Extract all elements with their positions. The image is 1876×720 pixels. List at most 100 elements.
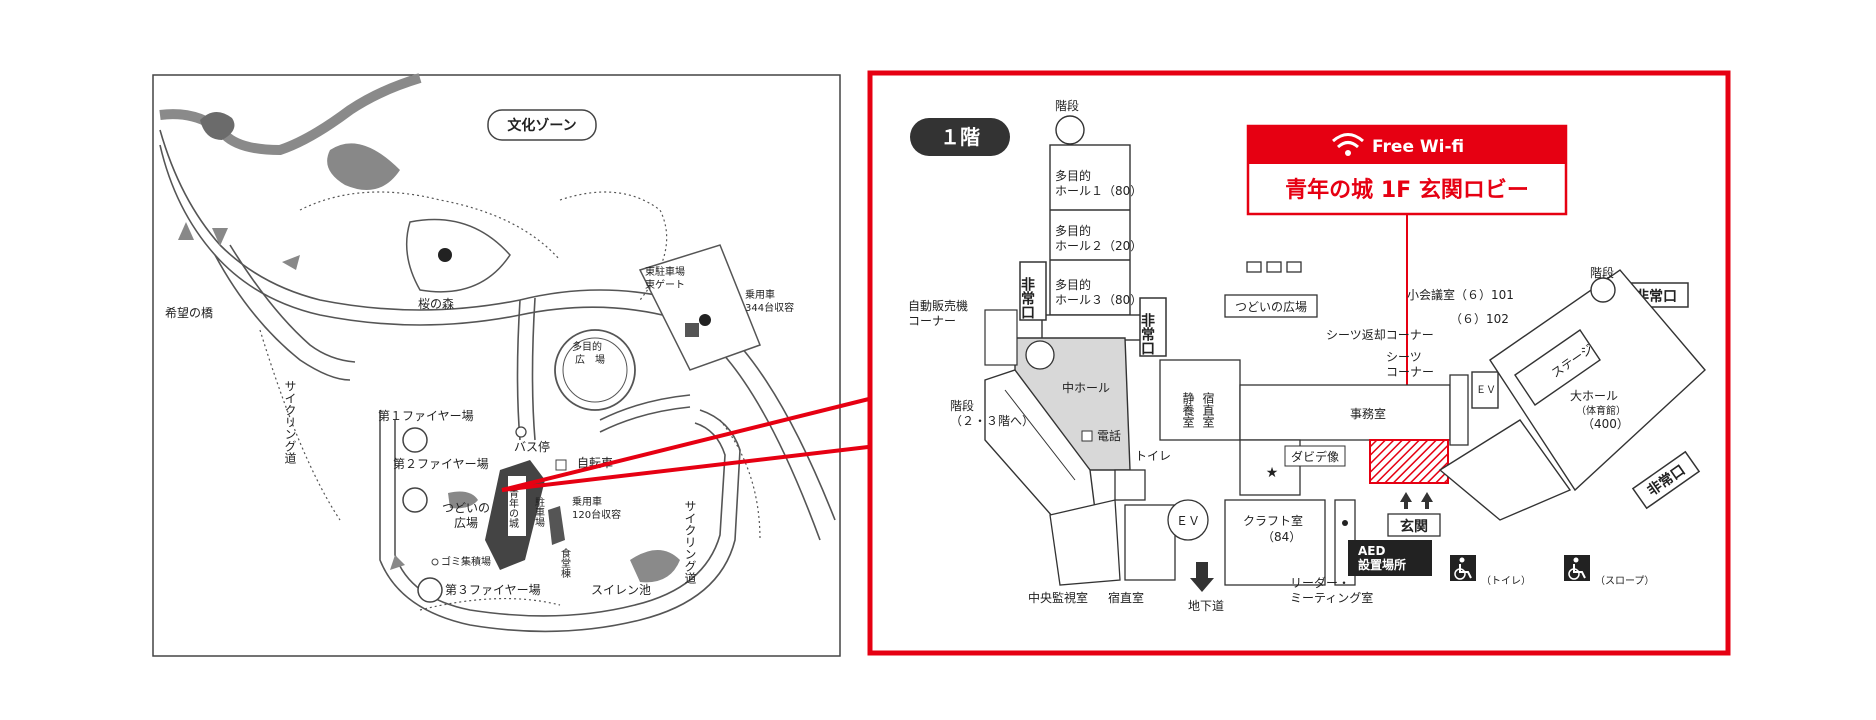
fire3-circle xyxy=(417,577,443,603)
label-ev-small: ＥＶ xyxy=(1476,385,1496,396)
big-hall-line1: 大ホール xyxy=(1570,389,1618,403)
craft-room-line1: クラフト室 xyxy=(1243,513,1303,528)
wheelchair-icon-slope xyxy=(1564,555,1590,581)
craft-room-line2: （84） xyxy=(1262,530,1301,544)
multi-plaza-line1: 多目的 xyxy=(572,340,602,353)
label-big-hall: 大ホール （体育館） （400） xyxy=(1570,389,1630,431)
passenger-120-line2: 120台収容 xyxy=(572,508,621,521)
label-office: 事務室 xyxy=(1350,406,1386,421)
david-label-box xyxy=(1284,445,1346,467)
aed-line2: 設置場所 xyxy=(1358,557,1406,572)
callout-connector xyxy=(501,393,886,492)
wifi-lobby-area xyxy=(1369,439,1449,484)
star-icon: ★ xyxy=(1266,465,1279,481)
label-central-monitor: 中央監視室 xyxy=(1028,590,1088,605)
label-multi-hall-1: 多目的 ホール１（80） xyxy=(1055,168,1142,198)
passenger-344-line2: 344台収容 xyxy=(745,301,794,314)
ev-shaft xyxy=(1167,499,1209,541)
east-parking-line: 東駐車場 xyxy=(645,265,685,278)
tsudoi-plaza-icons xyxy=(1246,261,1302,273)
label-multi-plaza: 多目的 広 場 xyxy=(572,340,605,366)
east-gate-building xyxy=(685,323,699,337)
label-stairs-right: 階段 xyxy=(1590,265,1614,280)
stairs-right-spiral xyxy=(1590,277,1616,303)
hill-top xyxy=(327,143,400,190)
floor-plan: １階 Free Wi-fi 青年の城 1F 玄関ロビー 階段 多目的 ホー xyxy=(867,70,1731,656)
southwest-rooms xyxy=(1049,469,1176,586)
wifi-callout: Free Wi-fi 青年の城 1F 玄関ロビー xyxy=(1246,124,1568,438)
landmark-dot xyxy=(438,248,452,262)
tsudoi-plaza-box xyxy=(1224,294,1318,318)
north-wing xyxy=(1041,115,1143,341)
label-tsudoi: つどいの 広場 xyxy=(442,501,494,530)
phone-icon xyxy=(1081,430,1093,442)
multi-hall-2-line1: 多目的 xyxy=(1055,223,1091,238)
label-night-room-a: 宿直室 xyxy=(1201,391,1215,428)
east-wing xyxy=(1438,269,1706,521)
patch-1 xyxy=(448,491,478,509)
east-gate-dot xyxy=(699,314,711,326)
floor-badge-label: １階 xyxy=(940,125,980,149)
wifi-header xyxy=(1248,126,1566,164)
leader-meeting-line2: ミーティング室 xyxy=(1290,590,1373,605)
central-monitor-room xyxy=(1049,499,1121,586)
castle-label-box xyxy=(508,476,526,536)
area-map: 文化ゾーン 桜の森 東駐車場 東ゲート 乗用車 344台収容 希望の橋 多目的 … xyxy=(152,73,841,657)
walking-paths xyxy=(259,191,761,611)
multi-hall-3-line1: 多目的 xyxy=(1055,277,1091,292)
label-toilet-note: （トイレ） xyxy=(1481,575,1531,587)
label-passenger-120: 乗用車 120台収容 xyxy=(572,495,621,521)
vending-corner xyxy=(984,309,1018,366)
label-tsudoi-plaza-floor: つどいの広場 xyxy=(1235,300,1307,314)
label-david: ダビデ像 xyxy=(1291,449,1339,464)
fire2-circle xyxy=(402,487,428,513)
label-ev: ＥＶ xyxy=(1176,514,1200,528)
label-seinen-castle: 青年の城 xyxy=(507,487,519,529)
multi-halls-block xyxy=(1049,144,1131,316)
passenger-344-line1: 乗用車 xyxy=(745,288,775,301)
connector-bottom xyxy=(501,443,886,492)
multi-plaza-inner xyxy=(562,337,628,403)
label-fire2: 第２ファイヤー場 xyxy=(393,457,489,471)
connector-top xyxy=(501,393,886,492)
east-gate-line: 東ゲート xyxy=(645,278,685,291)
label-cycling-right: サイクリング道 xyxy=(683,500,697,584)
label-sheets-return: シーツ返却コーナー xyxy=(1326,328,1434,342)
label-cycling-left: サイクリング道 xyxy=(283,380,297,464)
garbage-marker xyxy=(431,558,439,566)
label-aed: AED 設置場所 xyxy=(1358,544,1406,572)
office-room xyxy=(1239,384,1451,441)
label-small-meeting-2: （６）102 xyxy=(1450,312,1509,326)
aed-line1: AED xyxy=(1358,544,1385,558)
sakura-forest-road xyxy=(405,218,511,293)
label-phone: 電話 xyxy=(1097,428,1121,443)
label-passenger-344: 乗用車 344台収容 xyxy=(745,288,794,314)
label-sheets-corner: シーツ コーナー xyxy=(1386,350,1434,379)
label-craft-room: クラフト室 （84） xyxy=(1243,513,1307,544)
wifi-icon xyxy=(1332,133,1364,156)
big-hall-line3: （400） xyxy=(1582,417,1629,431)
zone-title: 文化ゾーン xyxy=(507,117,576,134)
multi-hall-2-line2: ホール２（20） xyxy=(1055,239,1142,253)
label-stairs-top: 階段 xyxy=(1055,98,1079,113)
big-hall xyxy=(1489,269,1706,492)
stairs-top-spiral xyxy=(1055,115,1085,145)
stage xyxy=(1514,329,1601,406)
cafeteria-building xyxy=(548,506,565,545)
wifi-location: 青年の城 1F 玄関ロビー xyxy=(1285,177,1529,203)
stairs-left-line1: 階段 xyxy=(950,398,974,413)
aed-marker xyxy=(1342,520,1348,526)
multi-hall-1-line1: 多目的 xyxy=(1055,168,1091,183)
label-bus-stop: バス停 xyxy=(514,439,550,454)
emergency-exit-box-1 xyxy=(1019,261,1047,321)
aed-box xyxy=(1348,540,1432,576)
label-emergency-exit-2: 非常口 xyxy=(1139,312,1155,355)
east-parking-area xyxy=(638,244,761,371)
label-emergency-exit-1: 非常口 xyxy=(1019,276,1035,319)
emergency-exit-box-4 xyxy=(1631,450,1701,510)
label-night-room: 宿直室 xyxy=(1108,590,1144,605)
floor-badge xyxy=(910,118,1010,156)
sheets-corner-line2: コーナー xyxy=(1386,365,1434,379)
label-fire3: 第３ファイヤー場 xyxy=(445,583,541,597)
